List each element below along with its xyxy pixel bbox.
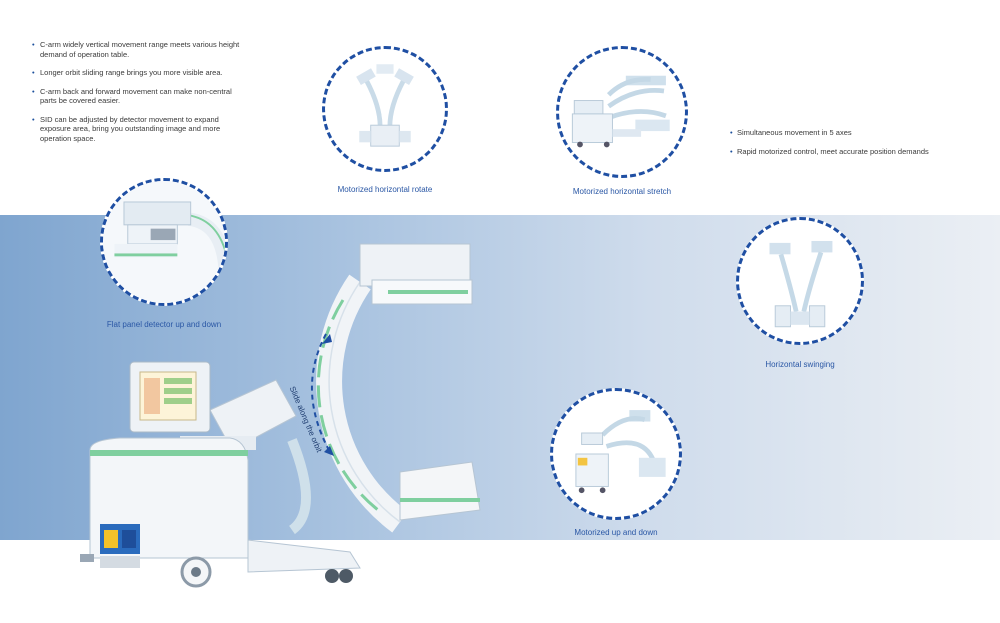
orbit-arrow xyxy=(311,333,331,453)
rotate-illustration xyxy=(322,46,448,172)
feature-item: Simultaneous movement in 5 axes xyxy=(730,128,990,138)
caption-updown: Motorized up and down xyxy=(574,528,658,537)
stretch-device-icon xyxy=(571,75,670,148)
caption-detector: Flat panel detector up and down xyxy=(106,320,222,329)
caption-swinging: Horizontal swinging xyxy=(765,360,835,369)
detector-illustration xyxy=(100,178,228,306)
updown-illustration xyxy=(550,388,682,520)
swinging-illustration xyxy=(736,217,864,345)
xray-tube xyxy=(399,461,481,521)
wheel-rear xyxy=(325,569,339,583)
feature-item: Rapid motorized control, meet accurate p… xyxy=(730,147,990,157)
c-arm-machine xyxy=(80,243,481,588)
feature-item: Longer orbit sliding range brings you mo… xyxy=(32,68,247,78)
rotate-device-icon xyxy=(356,64,414,147)
feature-item: SID can be adjusted by detector movement… xyxy=(32,115,247,144)
feature-list-left: C-arm widely vertical movement range mee… xyxy=(32,40,247,152)
stretch-illustration xyxy=(556,46,688,178)
base-unit xyxy=(80,437,361,573)
feature-list-right: Simultaneous movement in 5 axes Rapid mo… xyxy=(730,128,990,165)
swinging-device-icon xyxy=(769,240,833,328)
detector-head xyxy=(359,243,473,305)
feature-item: C-arm widely vertical movement range mee… xyxy=(32,40,247,59)
detector-closeup-icon xyxy=(103,181,225,303)
caption-stretch: Motorized horizontal stretch xyxy=(572,187,672,196)
updown-device-icon xyxy=(575,410,666,494)
caption-rotate: Motorized horizontal rotate xyxy=(337,185,433,194)
monitor xyxy=(129,361,211,433)
feature-item: C-arm back and forward movement can make… xyxy=(32,87,247,106)
